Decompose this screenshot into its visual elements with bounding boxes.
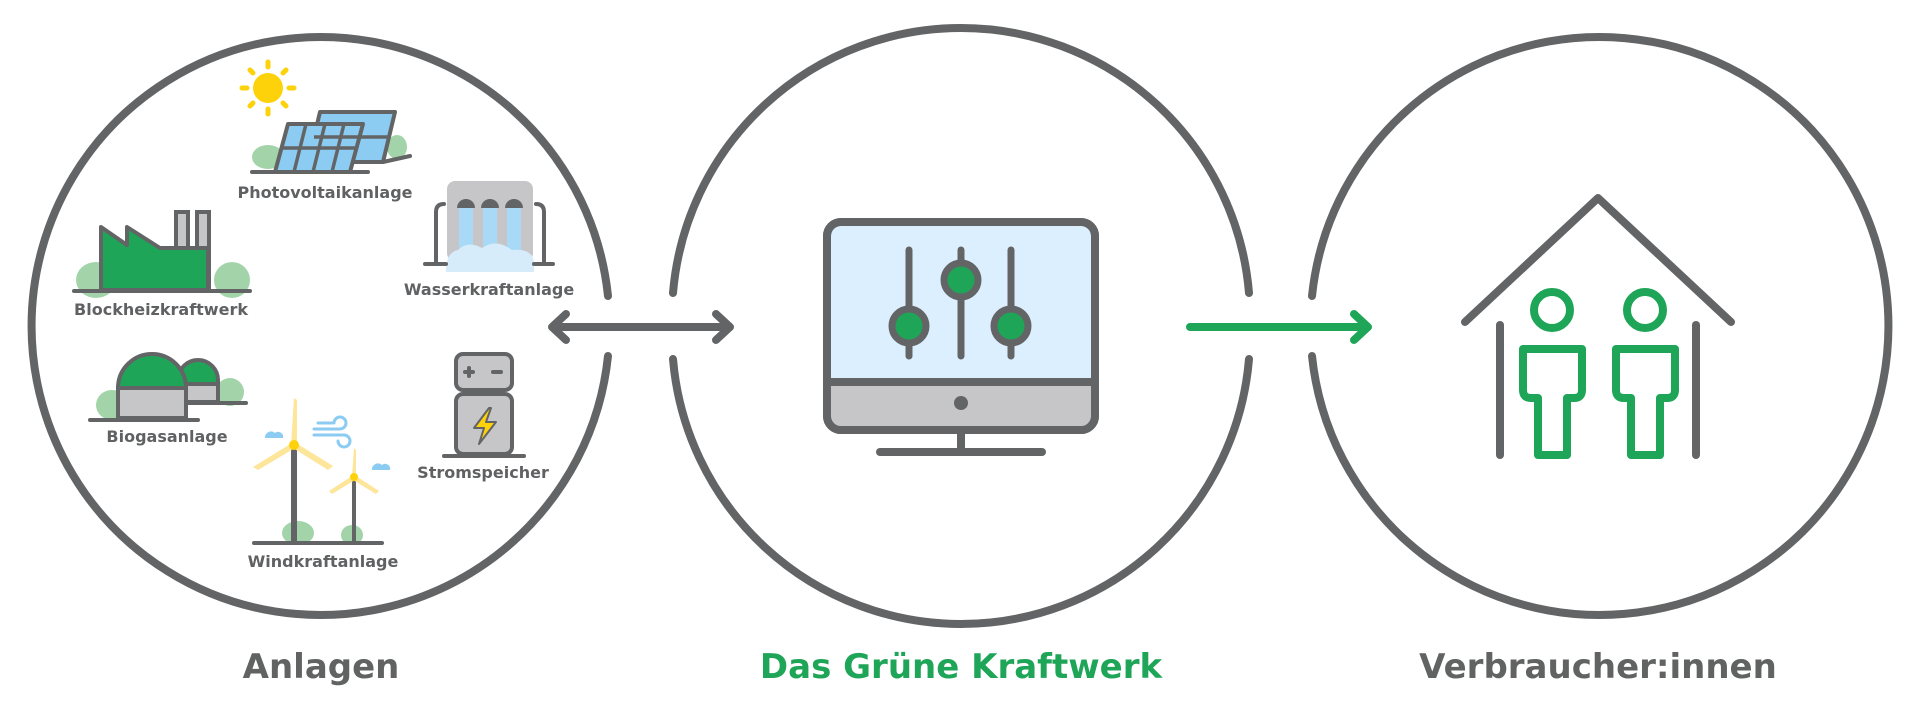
house-people-icon (1461, 194, 1735, 459)
verbraucher-circle (1308, 33, 1893, 619)
biogas-dome-icon (88, 352, 248, 422)
factory-icon (72, 210, 252, 298)
hydro-dam-icon (423, 181, 555, 272)
section-title-verbraucher: Verbraucher:innen (1419, 647, 1777, 687)
anlagen-section: Photovoltaikanlage Blockheizkraftwerk (27, 33, 612, 687)
green-arrow (1186, 310, 1372, 344)
anlagen-circle (27, 33, 612, 619)
section-title-kraftwerk: Das Grüne Kraftwerk (760, 647, 1164, 687)
person-icon (1519, 288, 1586, 459)
kraftwerk-circle-bottom (669, 355, 1253, 628)
battery-icon (442, 352, 526, 458)
person-icon (1612, 288, 1679, 459)
label-blockheizkraftwerk: Blockheizkraftwerk (74, 300, 248, 319)
monitor-sliders-icon (823, 218, 1099, 456)
label-windkraftanlage: Windkraftanlage (248, 552, 399, 571)
bidirectional-arrow (548, 310, 734, 344)
label-photovoltaikanlage: Photovoltaikanlage (238, 183, 413, 202)
verbraucher-section: Verbraucher:innen (1308, 33, 1893, 687)
label-stromspeicher: Stromspeicher (417, 463, 549, 482)
kraftwerk-section: Das Grüne Kraftwerk (669, 24, 1253, 687)
solar-panel-icon (239, 59, 412, 174)
wind-turbine-icon (252, 398, 391, 545)
kraftwerk-circle-top (669, 24, 1253, 297)
label-biogasanlage: Biogasanlage (106, 427, 227, 446)
label-wasserkraftanlage: Wasserkraftanlage (404, 280, 575, 299)
section-title-anlagen: Anlagen (243, 647, 400, 687)
